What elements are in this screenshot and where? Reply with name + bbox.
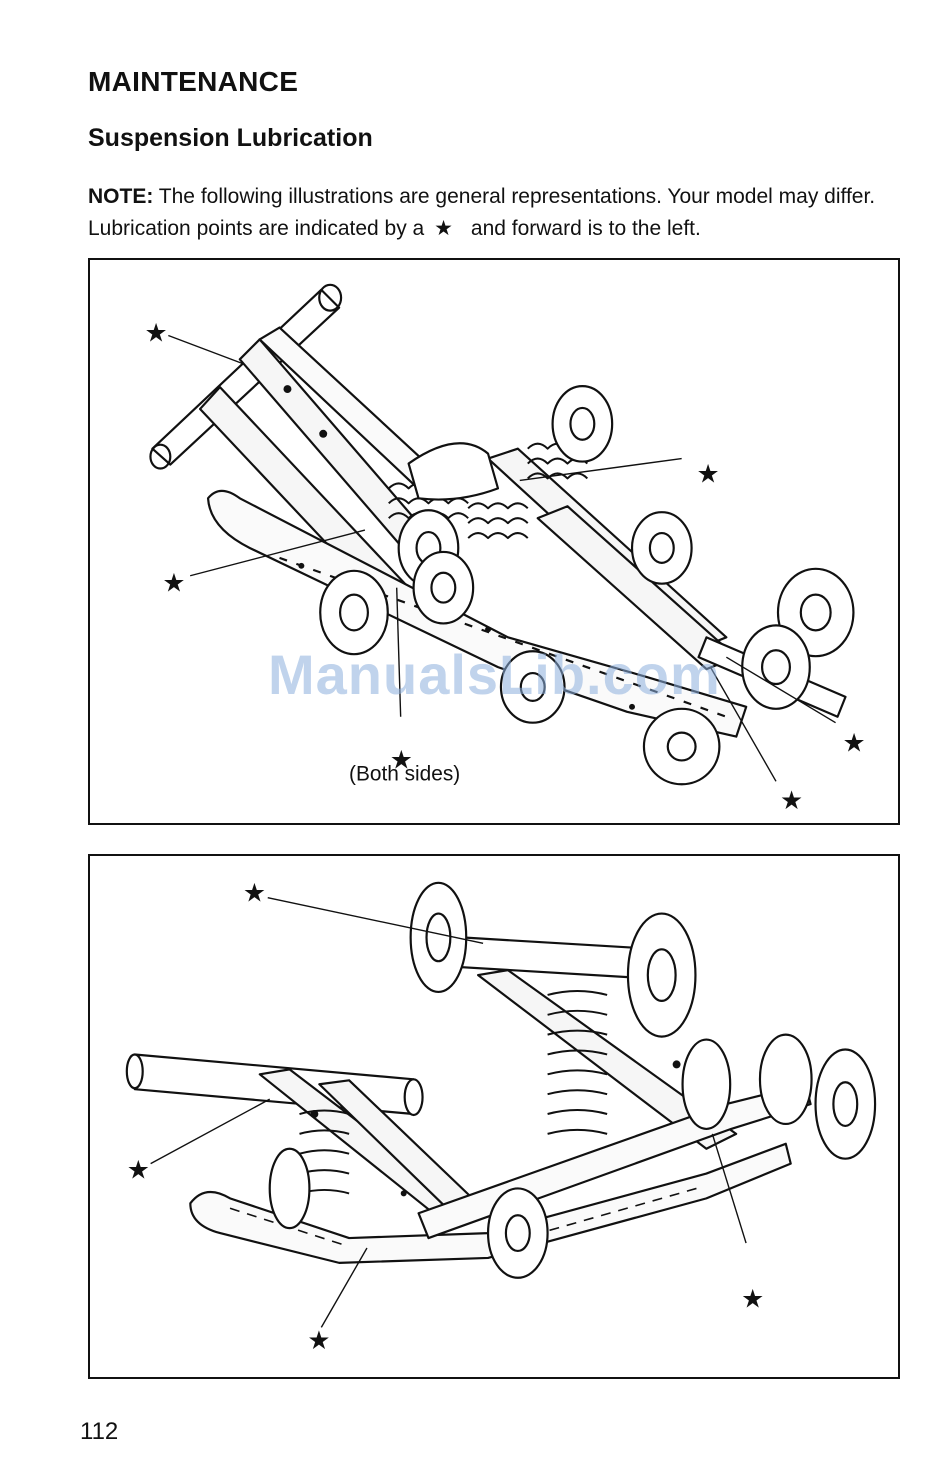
callout-star: ★ (243, 879, 266, 909)
suspension-drawing-1: ★ ★ ★ ★ ★ ★ (Both sides) (90, 260, 898, 823)
callout-star: ★ (127, 1156, 150, 1186)
suspension-drawing-2: ★ ★ ★ ★ (90, 856, 898, 1377)
callout-star: ★ (780, 786, 803, 816)
callout-star: ★ (162, 569, 185, 599)
both-sides-label: (Both sides) (349, 762, 460, 785)
suspension-illustration-1: ★ ★ ★ ★ ★ ★ (Both sides) (88, 258, 900, 825)
suspension-illustration-2: ★ ★ ★ ★ (88, 854, 900, 1379)
note-paragraph: NOTE: The following illustrations are ge… (88, 181, 918, 245)
callout-star: ★ (144, 318, 167, 348)
note-text-after: and forward is to the left. (471, 217, 701, 240)
note-label: NOTE: (88, 185, 153, 208)
subsection-title: Suspension Lubrication (88, 124, 373, 153)
callout-star: ★ (741, 1285, 764, 1315)
callout-star: ★ (307, 1326, 330, 1356)
page-number: 112 (80, 1418, 118, 1446)
callout-star: ★ (843, 729, 866, 759)
callout-star: ★ (697, 459, 720, 489)
lubrication-star-icon: ★ (434, 213, 453, 245)
section-title: MAINTENANCE (88, 66, 298, 98)
